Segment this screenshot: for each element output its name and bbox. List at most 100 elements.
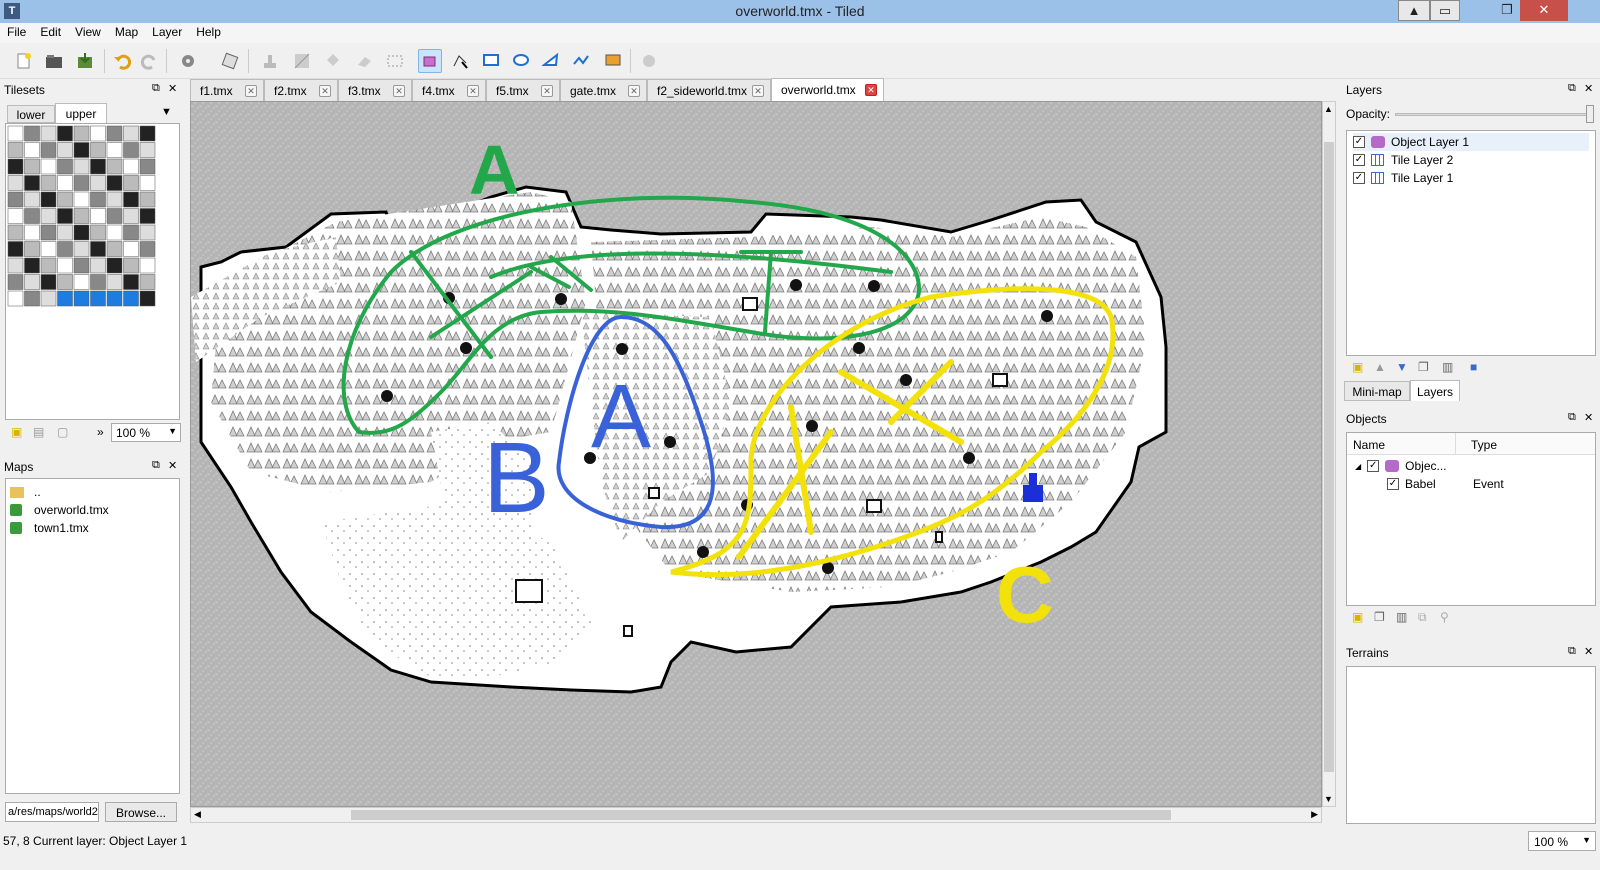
vertical-scrollbar[interactable]: ▲ ▼ — [1322, 101, 1336, 807]
map-canvas[interactable]: A A B C — [190, 101, 1322, 807]
tile[interactable] — [123, 191, 139, 208]
tile[interactable] — [139, 208, 156, 224]
tile[interactable] — [40, 208, 57, 224]
close-tab-icon[interactable]: ✕ — [628, 85, 640, 97]
tile[interactable] — [90, 290, 106, 307]
tile[interactable] — [7, 191, 24, 208]
visibility-checkbox[interactable]: ✓ — [1353, 154, 1365, 166]
tile[interactable] — [106, 257, 123, 274]
vertical-scroll-thumb[interactable] — [1324, 142, 1334, 772]
delete-layer-icon[interactable]: ▥ — [1442, 360, 1454, 374]
scroll-left-icon[interactable]: ◀ — [194, 809, 201, 819]
object-properties-icon[interactable]: ⚲ — [1440, 610, 1449, 624]
horizontal-scroll-thumb[interactable] — [351, 810, 1171, 820]
tile[interactable] — [7, 208, 24, 224]
tile[interactable] — [40, 142, 57, 158]
tile[interactable] — [139, 241, 156, 257]
restore-down-button[interactable]: ▭ — [1430, 0, 1460, 21]
tileset-view[interactable] — [5, 123, 180, 420]
menu-file[interactable]: File — [7, 25, 27, 39]
undo-icon[interactable] — [110, 49, 134, 73]
tile[interactable] — [24, 224, 40, 241]
tile[interactable] — [7, 257, 24, 274]
tile[interactable] — [123, 274, 139, 290]
scroll-up-icon[interactable]: ▲ — [1324, 104, 1333, 114]
tile[interactable] — [123, 142, 139, 158]
tile[interactable] — [57, 191, 73, 208]
random-mode-icon[interactable] — [218, 49, 242, 73]
tile[interactable] — [139, 175, 156, 191]
tile[interactable] — [24, 274, 40, 290]
float-panel-icon[interactable]: ⧉ — [152, 82, 160, 94]
new-object-layer-icon[interactable]: ▣ — [1352, 610, 1364, 624]
close-tab-icon[interactable]: ✕ — [865, 84, 877, 96]
tile[interactable] — [106, 224, 123, 241]
close-panel-icon[interactable]: ✕ — [168, 83, 178, 95]
tile[interactable] — [40, 290, 57, 307]
list-item[interactable]: overworld.tmx — [10, 501, 109, 519]
tileset-tab-lower[interactable]: lower — [7, 105, 55, 123]
tile[interactable] — [73, 224, 90, 241]
insert-polygon-icon[interactable] — [539, 49, 563, 73]
tile[interactable] — [7, 158, 24, 175]
tile[interactable] — [40, 241, 57, 257]
tab-f1[interactable]: f1.tmx✕ — [190, 79, 264, 101]
babel-event-object[interactable] — [1023, 473, 1043, 502]
horizontal-scrollbar[interactable]: ◀ ▶ — [190, 807, 1322, 823]
insert-tile-icon[interactable] — [601, 49, 625, 73]
tile[interactable] — [7, 175, 24, 191]
layer-row-tile-layer-2[interactable]: ✓Tile Layer 2 — [1353, 151, 1453, 169]
tile[interactable] — [7, 290, 24, 307]
tile[interactable] — [57, 224, 73, 241]
open-file-icon[interactable] — [42, 49, 66, 73]
export-tileset-icon[interactable]: ▢ — [57, 425, 69, 439]
terrain-brush-icon[interactable] — [290, 49, 314, 73]
scroll-right-icon[interactable]: ▶ — [1311, 809, 1318, 819]
tile[interactable] — [139, 158, 156, 175]
tile[interactable] — [73, 241, 90, 257]
insert-polyline-icon[interactable] — [569, 49, 593, 73]
close-tab-icon[interactable]: ✕ — [541, 85, 553, 97]
tile[interactable] — [24, 125, 40, 142]
tileset-tab-upper[interactable]: upper — [55, 103, 107, 123]
command-button-icon[interactable] — [176, 49, 200, 73]
tile[interactable] — [24, 142, 40, 158]
stamp-tool-icon[interactable] — [637, 49, 661, 73]
tile[interactable] — [139, 142, 156, 158]
opacity-slider[interactable] — [1395, 113, 1590, 116]
expand-arrow-icon[interactable]: ◢ — [1355, 461, 1362, 471]
tile[interactable] — [7, 125, 24, 142]
visibility-checkbox[interactable]: ✓ — [1353, 172, 1365, 184]
tab-f4[interactable]: f4.tmx✕ — [412, 79, 486, 101]
tile[interactable] — [40, 191, 57, 208]
tile[interactable] — [24, 208, 40, 224]
column-header-name[interactable]: Name — [1353, 438, 1386, 452]
close-tab-icon[interactable]: ✕ — [752, 85, 764, 97]
tile[interactable] — [7, 142, 24, 158]
import-tileset-icon[interactable]: ▤ — [33, 425, 45, 439]
scroll-down-icon[interactable]: ▼ — [1324, 794, 1333, 804]
tile[interactable] — [90, 257, 106, 274]
bucket-fill-icon[interactable] — [320, 49, 344, 73]
tile[interactable] — [123, 224, 139, 241]
tile[interactable] — [139, 125, 156, 142]
tile[interactable] — [7, 224, 24, 241]
tile[interactable] — [90, 175, 106, 191]
tile[interactable] — [106, 208, 123, 224]
stamp-brush-icon[interactable] — [258, 49, 282, 73]
new-layer-icon[interactable]: ▣ — [1352, 360, 1364, 374]
tile[interactable] — [40, 274, 57, 290]
close-tab-icon[interactable]: ✕ — [245, 85, 257, 97]
tile[interactable] — [106, 241, 123, 257]
menu-view[interactable]: View — [75, 25, 101, 39]
tile[interactable] — [123, 257, 139, 274]
more-tools-icon[interactable]: » — [97, 425, 104, 439]
delete-object-icon[interactable]: ▥ — [1396, 610, 1408, 624]
tile[interactable] — [40, 257, 57, 274]
close-panel-icon[interactable]: ✕ — [168, 460, 178, 472]
duplicate-object-icon[interactable]: ❐ — [1374, 610, 1385, 624]
minimize-button[interactable]: ▲ — [1398, 0, 1430, 21]
duplicate-layer-icon[interactable]: ❐ — [1418, 360, 1429, 374]
tile[interactable] — [73, 290, 90, 307]
eraser-icon[interactable] — [352, 49, 376, 73]
